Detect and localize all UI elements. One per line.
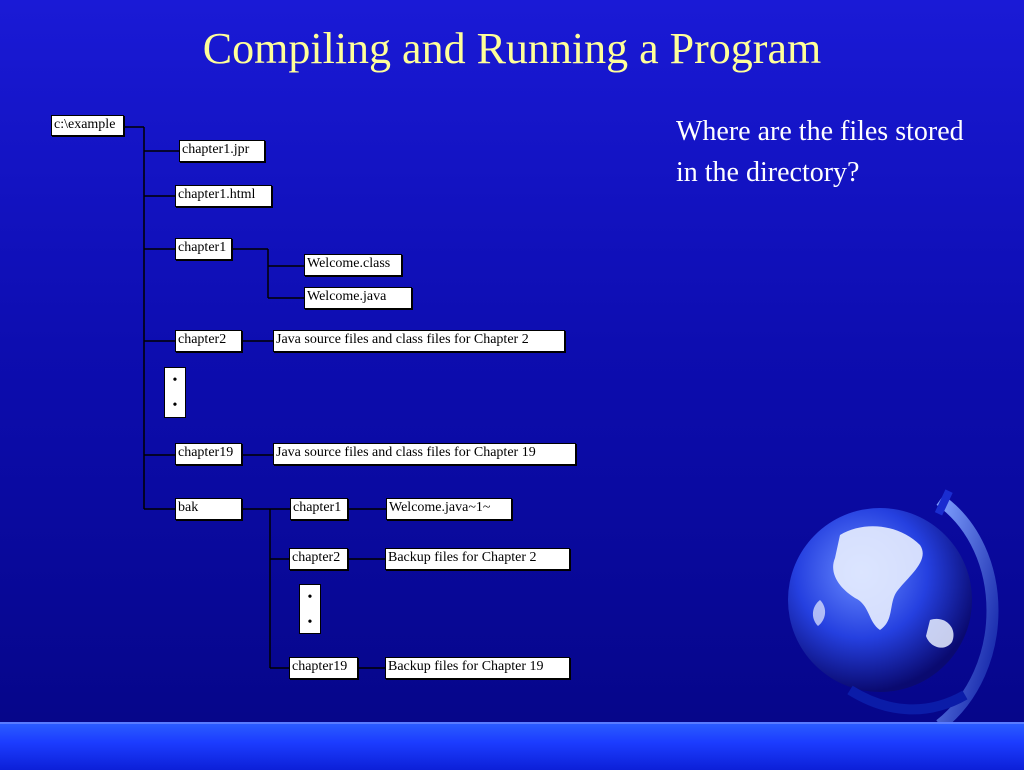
tree-node-bak-welcome-java: Welcome.java~1~ bbox=[386, 498, 512, 520]
ellipsis-dots-bak: •• bbox=[299, 584, 321, 634]
tree-node-bak-chapter2-desc: Backup files for Chapter 2 bbox=[385, 548, 570, 570]
tree-node-bak-chapter19: chapter19 bbox=[289, 657, 358, 679]
tree-node-chapter1-html: chapter1.html bbox=[175, 185, 272, 207]
tree-node-bak: bak bbox=[175, 498, 242, 520]
question-text: Where are the files stored in the direct… bbox=[676, 116, 964, 188]
tree-node-chapter1-jpr: chapter1.jpr bbox=[179, 140, 265, 162]
tree-node-bak-chapter19-desc: Backup files for Chapter 19 bbox=[385, 657, 570, 679]
tree-node-bak-chapter1: chapter1 bbox=[290, 498, 348, 520]
footer-bar bbox=[0, 722, 1024, 770]
tree-node-chapter2: chapter2 bbox=[175, 330, 242, 352]
ellipsis-dots: •• bbox=[164, 367, 186, 418]
tree-node-root: c:\example bbox=[51, 115, 124, 136]
tree-node-chapter19: chapter19 bbox=[175, 443, 242, 465]
tree-node-welcome-java: Welcome.java bbox=[304, 287, 412, 309]
globe-icon bbox=[788, 489, 999, 743]
tree-node-chapter2-desc: Java source files and class files for Ch… bbox=[273, 330, 565, 352]
tree-node-bak-chapter2: chapter2 bbox=[289, 548, 348, 570]
tree-node-welcome-class: Welcome.class bbox=[304, 254, 402, 276]
tree-node-chapter1: chapter1 bbox=[175, 238, 232, 260]
tree-node-chapter19-desc: Java source files and class files for Ch… bbox=[273, 443, 576, 465]
slide-title: Compiling and Running a Program bbox=[202, 24, 822, 73]
